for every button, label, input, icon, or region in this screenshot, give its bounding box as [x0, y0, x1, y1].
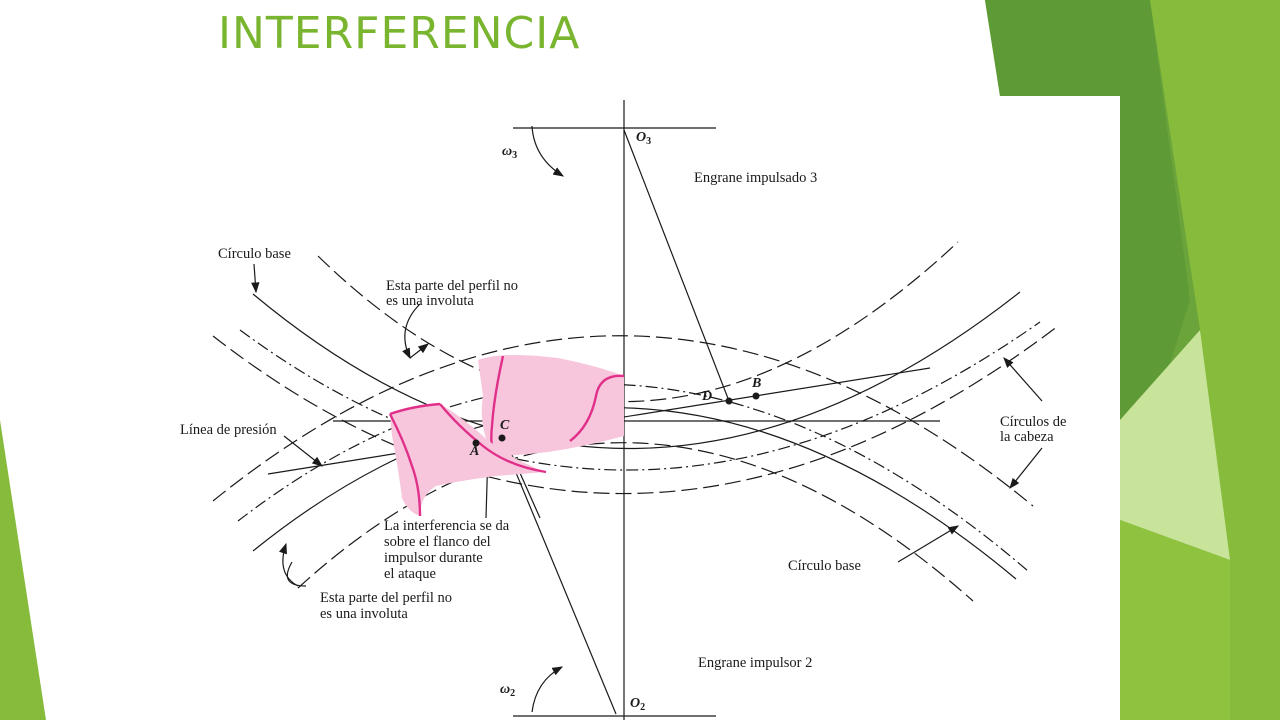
driver-pitch-circle [237, 383, 1029, 572]
point-a-label: A [470, 444, 480, 459]
point-c-dot [498, 434, 506, 442]
gear-interference-diagram: O3 O2 ω3 ω2 Engrane impulsado 3 Engrane … [158, 96, 1120, 720]
left-green-sliver [0, 420, 46, 720]
addendum-circles-leader-up [1003, 357, 1043, 402]
slide-title: INTERFERENCIA [218, 8, 581, 59]
o3-radius-line [623, 129, 730, 402]
driver-tooth-left-flank [388, 413, 422, 517]
driver-base-circle [252, 407, 1017, 580]
driven-pitch-circle [239, 321, 1041, 471]
non-involute-bottom-label-1: Esta parte del perfil no [320, 590, 453, 606]
base-circle-bottom-leader [897, 525, 960, 563]
omega2-label: ω2 [500, 682, 516, 699]
interfering-teeth [388, 354, 625, 517]
non-involute-top-label-1: Esta parte del perfil no [386, 278, 519, 294]
interference-label-4: el ataque [384, 566, 436, 582]
point-b-label: B [752, 376, 762, 391]
driven-tooth-right-flank [569, 374, 625, 442]
driven-root-circle [317, 241, 959, 403]
right-light-stripe [1150, 0, 1280, 720]
addendum-circles-label-1: Círculos de [1000, 414, 1067, 430]
interference-label-1: La interferencia se da [384, 518, 510, 534]
right-dark-stripe [985, 0, 1190, 520]
base-circle-top-leader [251, 263, 260, 294]
driver-tooth-fill [390, 404, 546, 516]
right-bright-facet [1120, 520, 1230, 720]
pressure-line-leader [283, 435, 323, 467]
addendum-circles-leader-down [1009, 447, 1043, 489]
non-involute-top-arrow-up [409, 343, 429, 359]
driven-tooth-fill [478, 354, 624, 456]
driver-addendum-circle [212, 335, 1034, 507]
driver-root-circle [297, 442, 974, 602]
point-b-dot [752, 392, 760, 400]
o2-center-label: O2 [630, 696, 646, 713]
driven-addendum-circle [212, 325, 1059, 495]
driven-base-circle [252, 291, 1021, 449]
driver-tooth-right-flank [439, 403, 547, 474]
interference-label-3: impulsor durante [384, 550, 483, 566]
driver-tooth-top-land [389, 402, 441, 416]
point-d-dot [725, 397, 733, 405]
omega2-rotation-arrow [531, 666, 564, 713]
point-a-dot [472, 439, 480, 447]
right-pale-facet [1120, 330, 1230, 560]
non-involute-bottom-curve [286, 561, 307, 587]
omega3-rotation-arrow [531, 125, 565, 177]
diagram-drawing [212, 100, 1059, 720]
o2-radius-line [501, 438, 617, 715]
interference-label-2: sobre el flanco del [384, 534, 491, 550]
driver-gear-label: Engrane impulsor 2 [698, 655, 813, 671]
non-involute-bottom-leader [278, 542, 299, 587]
driven-gear-label: Engrane impulsado 3 [694, 170, 818, 186]
omega3-label: ω3 [502, 144, 518, 161]
point-d-label: D [702, 389, 713, 404]
o3-center-label: O3 [636, 130, 652, 147]
base-circle-bottom-label: Círculo base [788, 558, 861, 574]
non-involute-top-label-2: es una involuta [386, 293, 474, 309]
base-circle-top-label: Círculo base [218, 246, 291, 262]
point-c-label: C [500, 418, 510, 433]
non-involute-bottom-label-2: es una involuta [320, 606, 408, 622]
non-involute-top-leader [402, 303, 421, 360]
pressure-line-label: Línea de presión [180, 422, 277, 438]
addendum-circles-label-2: la cabeza [1000, 429, 1054, 445]
